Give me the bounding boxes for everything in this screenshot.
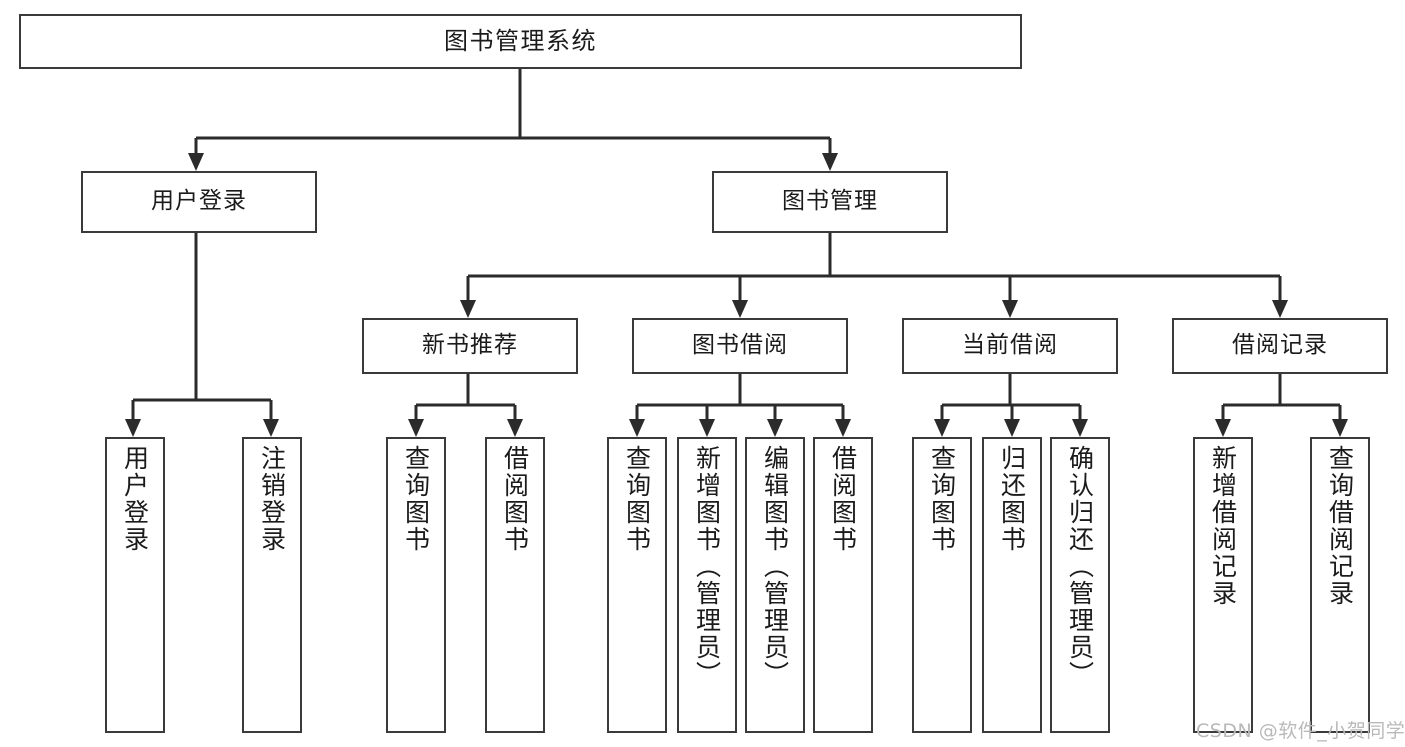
node-label: 查询图书 — [622, 445, 652, 553]
node-label: 当前借阅 — [962, 332, 1058, 359]
node-bookmgmt[interactable]: 图书管理 — [712, 171, 948, 233]
arrowhead — [263, 419, 279, 437]
node-l7[interactable]: 编辑图书（管理员） — [745, 437, 805, 733]
node-l11[interactable]: 确认归还（管理员） — [1050, 437, 1110, 733]
node-label: 注销登录 — [257, 445, 287, 553]
node-label: 确认归还（管理员） — [1065, 445, 1095, 688]
node-l4[interactable]: 借阅图书 — [485, 437, 545, 733]
node-label: 借阅图书 — [500, 445, 530, 553]
node-label: 查询借阅记录 — [1325, 445, 1355, 607]
node-login[interactable]: 用户登录 — [81, 171, 317, 233]
node-label: 查询图书 — [401, 445, 431, 553]
node-l6[interactable]: 新增图书（管理员） — [677, 437, 737, 733]
node-label: 用户登录 — [151, 188, 247, 215]
node-l9[interactable]: 查询图书 — [912, 437, 972, 733]
connector-root-to-level1 — [194, 69, 832, 164]
arrowhead — [934, 419, 950, 437]
arrowhead — [822, 153, 838, 171]
arrowhead — [460, 300, 476, 318]
arrowhead — [835, 419, 851, 437]
node-current[interactable]: 当前借阅 — [902, 318, 1118, 374]
connector-records-to-leaves — [1221, 374, 1342, 430]
node-records[interactable]: 借阅记录 — [1172, 318, 1388, 374]
node-l12[interactable]: 新增借阅记录 — [1193, 437, 1253, 733]
node-label: 查询图书 — [927, 445, 957, 553]
connector-bookmgmt-to-level2 — [466, 233, 1282, 311]
node-label: 图书管理系统 — [444, 27, 597, 56]
node-borrow[interactable]: 图书借阅 — [632, 318, 848, 374]
node-label: 新增借阅记录 — [1208, 445, 1238, 607]
arrowhead — [767, 419, 783, 437]
node-label: 借阅图书 — [828, 445, 858, 553]
arrowhead — [732, 300, 748, 318]
arrowhead — [125, 419, 141, 437]
node-label: 归还图书 — [997, 445, 1027, 553]
node-l2[interactable]: 注销登录 — [242, 437, 302, 733]
arrowhead — [1332, 419, 1348, 437]
node-label: 新增图书（管理员） — [692, 445, 722, 688]
node-label: 用户登录 — [120, 445, 150, 553]
arrowhead — [1002, 300, 1018, 318]
node-l13[interactable]: 查询借阅记录 — [1310, 437, 1370, 733]
connector-current-to-leaves — [940, 374, 1082, 430]
connector-borrow-to-leaves — [635, 374, 845, 430]
node-label: 编辑图书（管理员） — [760, 445, 790, 688]
arrowhead — [629, 419, 645, 437]
node-l8[interactable]: 借阅图书 — [813, 437, 873, 733]
node-newbook[interactable]: 新书推荐 — [362, 318, 578, 374]
arrowhead — [1272, 300, 1288, 318]
connector-newbook-to-leaves — [414, 374, 517, 430]
arrowhead — [1004, 419, 1020, 437]
arrowhead — [507, 419, 523, 437]
node-root[interactable]: 图书管理系统 — [19, 14, 1022, 69]
arrowhead — [408, 419, 424, 437]
arrowhead — [1215, 419, 1231, 437]
node-label: 图书借阅 — [692, 332, 788, 359]
node-label: 借阅记录 — [1232, 332, 1328, 359]
arrowhead — [1072, 419, 1088, 437]
csdn-watermark: CSDN @软件_小贺同学 — [1196, 720, 1405, 742]
node-l10[interactable]: 归还图书 — [982, 437, 1042, 733]
arrowhead — [188, 153, 204, 171]
arrowhead — [699, 419, 715, 437]
node-l3[interactable]: 查询图书 — [386, 437, 446, 733]
node-l1[interactable]: 用户登录 — [105, 437, 165, 733]
node-l5[interactable]: 查询图书 — [607, 437, 667, 733]
connector-login-to-leaves — [131, 233, 273, 430]
node-label: 图书管理 — [782, 188, 878, 215]
node-label: 新书推荐 — [422, 332, 518, 359]
edge-lines — [131, 69, 1342, 430]
